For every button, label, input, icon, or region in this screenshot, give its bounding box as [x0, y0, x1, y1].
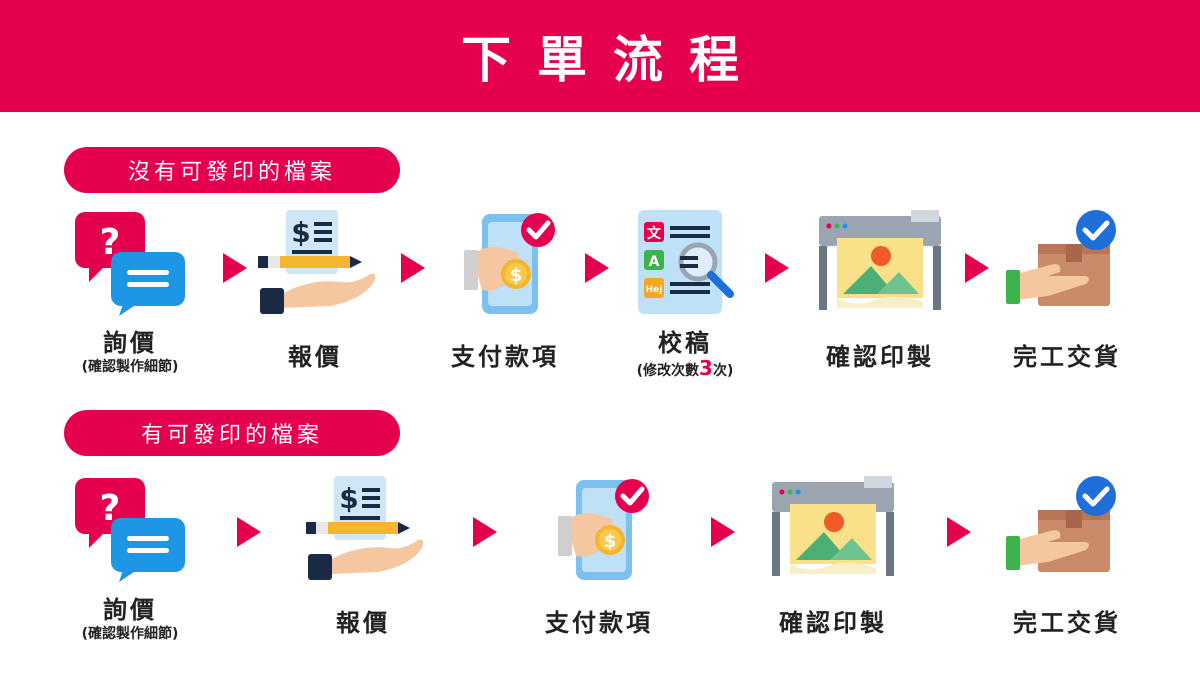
step-note: (確認製作細節)	[81, 626, 179, 642]
note-suffix: 次)	[712, 363, 734, 379]
step-label: 完工交貨	[1013, 609, 1121, 637]
step-label: 詢價	[103, 596, 157, 624]
flow-label-no-file: 沒有可發印的檔案	[64, 147, 400, 193]
step-label: 支付款項	[451, 343, 559, 371]
step-label: 支付款項	[545, 609, 653, 637]
chat-question-icon	[45, 208, 215, 316]
flow-label-with-file: 有可發印的檔案	[64, 410, 400, 456]
package-handover-icon	[982, 208, 1152, 316]
step-label: 校稿	[658, 329, 712, 357]
mobile-payment-icon	[420, 208, 590, 316]
package-handover-icon	[982, 474, 1152, 582]
arrow-icon	[473, 517, 497, 547]
document-magnifier-icon	[600, 208, 770, 316]
note-prefix: (修改次數	[636, 363, 700, 379]
step-note: (修改次數3次)	[600, 356, 770, 380]
step-label: 確認印製	[826, 343, 934, 371]
step-label: 完工交貨	[1013, 343, 1121, 371]
invoice-hand-icon	[278, 474, 448, 582]
large-format-printer-icon	[748, 474, 918, 582]
step-label: 確認印製	[779, 609, 887, 637]
mobile-payment-icon	[514, 474, 684, 582]
arrow-icon	[765, 253, 789, 283]
chat-question-icon	[45, 474, 215, 582]
revision-count: 3	[699, 356, 713, 380]
step-label: 報價	[336, 609, 390, 637]
arrow-icon	[711, 517, 735, 547]
step-label: 報價	[288, 343, 342, 371]
step-label: 詢價	[103, 329, 157, 357]
invoice-hand-icon	[230, 208, 400, 316]
step-note: (確認製作細節)	[81, 359, 179, 375]
arrow-icon	[237, 517, 261, 547]
large-format-printer-icon	[795, 208, 965, 316]
page-header: 下單流程	[0, 0, 1200, 112]
arrow-icon	[947, 517, 971, 547]
page-title: 下單流程	[461, 31, 765, 89]
